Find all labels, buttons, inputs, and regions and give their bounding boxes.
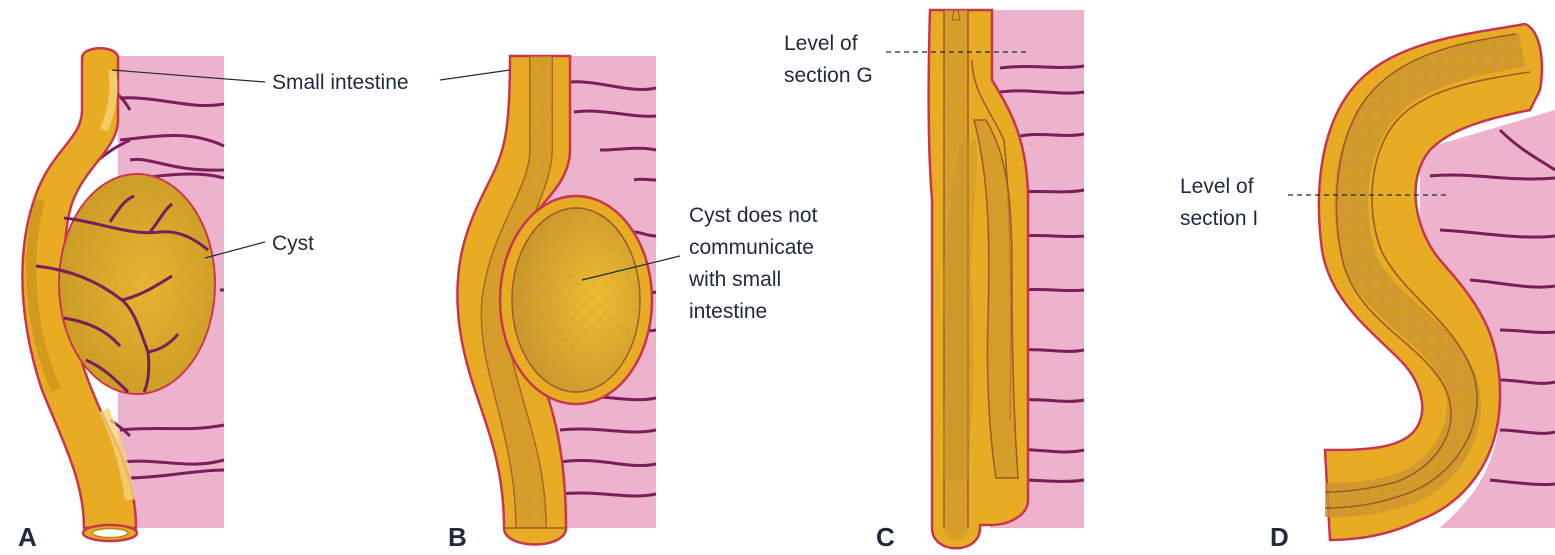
panel-b: Cyst does not communicate with small int…	[440, 56, 818, 552]
label-cyst-b-line3: with small	[688, 268, 781, 291]
panel-d: Level of section I D	[1180, 24, 1555, 552]
label-cyst-b-line4: intestine	[689, 300, 767, 323]
label-section-i-line1: Level of	[1180, 175, 1254, 198]
label-cyst-b-line2: communicate	[689, 236, 814, 259]
label-cyst-a: Cyst	[272, 232, 314, 255]
label-section-g-line2: section G	[784, 64, 873, 87]
panel-letter-b: B	[448, 522, 467, 552]
panel-letter-a: A	[18, 522, 37, 552]
label-cyst-b-line1: Cyst does not	[689, 204, 818, 227]
panel-c: Level of section G C	[784, 10, 1084, 552]
label-small-intestine: Small intestine	[272, 71, 409, 94]
label-section-i-line2: section I	[1180, 207, 1258, 230]
panel-letter-c: C	[876, 522, 895, 552]
panel-a: Small intestine Cyst A	[18, 48, 409, 552]
label-section-g-line1: Level of	[784, 32, 858, 55]
panel-letter-d: D	[1270, 522, 1289, 552]
